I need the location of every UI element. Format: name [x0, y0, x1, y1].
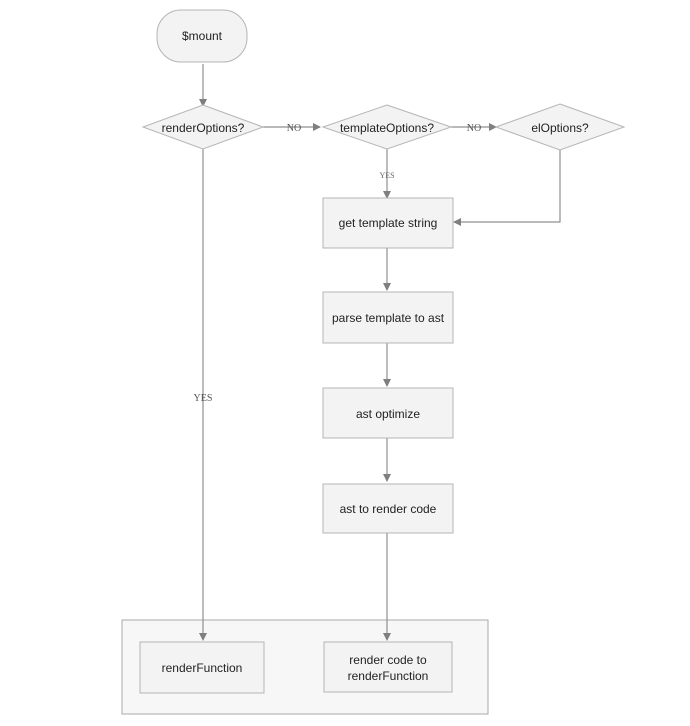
render-code-to-function-label-line2: renderFunction: [348, 669, 429, 683]
template-options-yes-label: YES: [379, 171, 394, 180]
ast-optimize-label: ast optimize: [356, 407, 420, 421]
render-options-no-label: NO: [287, 123, 301, 134]
ast-to-render-code-node: [322, 483, 454, 534]
el-options-label: elOptions?: [531, 121, 589, 135]
template-options-no-label: NO: [467, 123, 481, 134]
ast-optimize-node: [322, 387, 454, 439]
mount-node: [156, 9, 248, 63]
render-code-to-function-label-line1: render code to: [349, 653, 427, 667]
el-options-decision: [494, 103, 626, 151]
edge-el-options-to-template: [453, 149, 561, 226]
parse-template-label: parse template to ast: [332, 311, 445, 325]
get-template-string-node: [322, 197, 454, 249]
mount-label: $mount: [182, 29, 223, 43]
ast-to-render-code-label: ast to render code: [340, 502, 437, 516]
get-template-string-label: get template string: [339, 216, 438, 230]
render-options-decision: [141, 104, 265, 150]
template-options-decision: [321, 104, 453, 150]
render-options-yes-label: YES: [194, 393, 213, 404]
render-function-label: renderFunction: [162, 661, 243, 675]
template-options-label: templateOptions?: [340, 121, 434, 135]
render-code-to-function-node: [323, 641, 453, 693]
parse-template-node: [322, 291, 454, 344]
render-function-node: [139, 641, 265, 694]
render-options-label: renderOptions?: [162, 121, 245, 135]
